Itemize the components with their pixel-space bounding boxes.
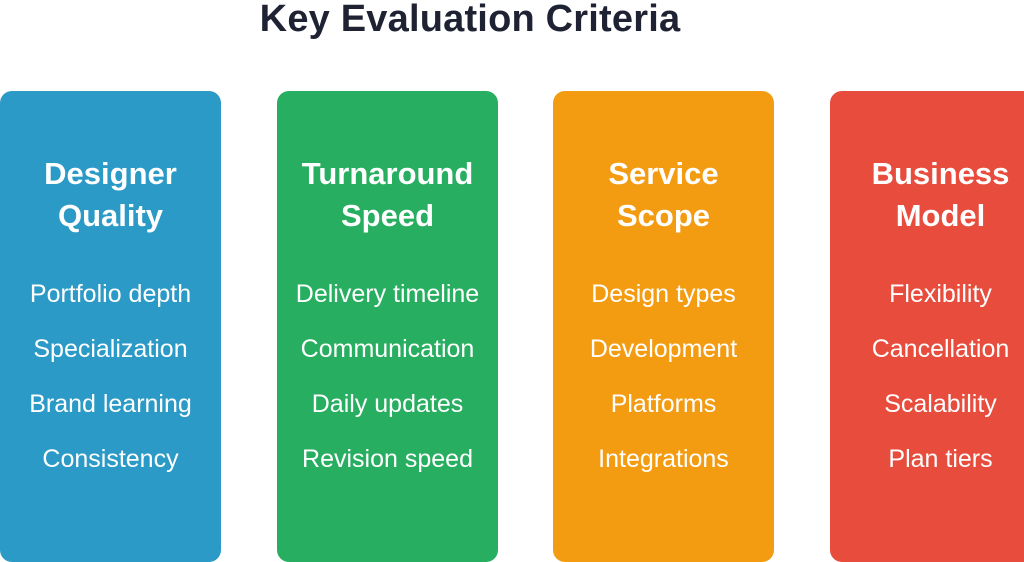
card-service-scope: Service Scope Design types Development P… xyxy=(553,91,774,562)
card-item: Brand learning xyxy=(29,390,192,418)
card-item: Consistency xyxy=(42,445,179,473)
card-item: Delivery timeline xyxy=(295,280,480,308)
card-item: Development xyxy=(589,335,738,363)
card-item: Platforms xyxy=(610,390,717,418)
page-title: Key Evaluation Criteria xyxy=(259,0,681,40)
card-item: Portfolio depth xyxy=(29,280,192,308)
card-heading: Business Model xyxy=(871,156,1010,233)
card-item-list: Flexibility Cancellation Scalability Pla… xyxy=(830,267,1024,487)
card-heading: Service Scope xyxy=(608,156,719,233)
card-item: Communication xyxy=(300,335,475,363)
card-item: Flexibility xyxy=(889,280,992,308)
card-item: Cancellation xyxy=(871,335,1010,363)
card-heading: Designer Quality xyxy=(44,156,177,233)
criteria-cards: Designer Quality Portfolio depth Special… xyxy=(0,91,1024,562)
card-turnaround-speed: Turnaround Speed Delivery timeline Commu… xyxy=(277,91,498,562)
card-heading: Turnaround Speed xyxy=(301,156,474,233)
card-item: Scalability xyxy=(884,390,997,418)
card-item-list: Portfolio depth Specialization Brand lea… xyxy=(0,267,221,487)
card-item: Revision speed xyxy=(302,445,473,473)
card-designer-quality: Designer Quality Portfolio depth Special… xyxy=(0,91,221,562)
card-business-model: Business Model Flexibility Cancellation … xyxy=(830,91,1024,562)
card-item: Design types xyxy=(591,280,736,308)
card-item: Daily updates xyxy=(311,390,464,418)
card-item-list: Delivery timeline Communication Daily up… xyxy=(277,267,498,487)
card-item: Integrations xyxy=(598,445,729,473)
card-item-list: Design types Development Platforms Integ… xyxy=(553,267,774,487)
card-item: Specialization xyxy=(33,335,188,363)
card-item: Plan tiers xyxy=(888,445,993,473)
